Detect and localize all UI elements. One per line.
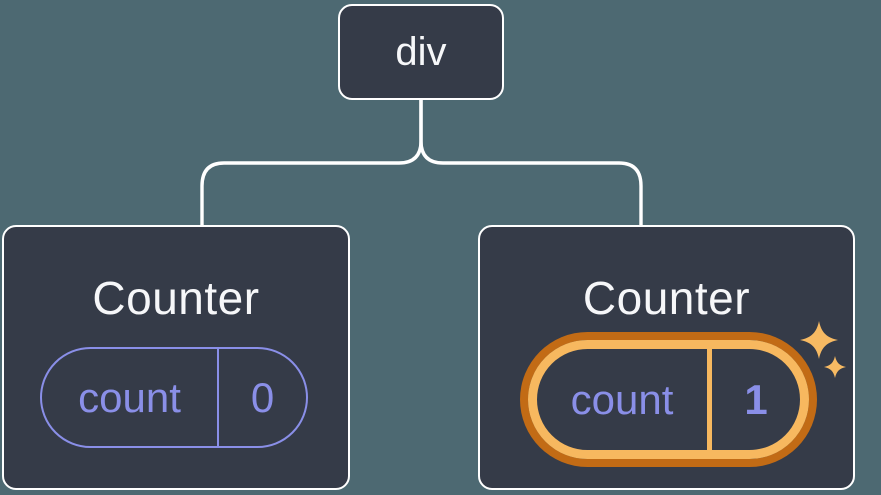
state-value-cell: 0 bbox=[219, 349, 306, 446]
counter-title: Counter bbox=[92, 272, 260, 324]
connector-left-branch bbox=[200, 100, 423, 226]
state-pill-highlighted: count 1 bbox=[528, 340, 809, 459]
sparkles-icon bbox=[800, 321, 846, 378]
state-key-cell: count bbox=[537, 349, 712, 450]
state-pill: count 0 bbox=[40, 347, 308, 448]
counter-title: Counter bbox=[582, 272, 751, 324]
root-node: div bbox=[338, 4, 504, 100]
state-key-label: count bbox=[570, 375, 674, 423]
state-value: 0 bbox=[250, 373, 275, 421]
sparkle-small bbox=[824, 356, 846, 378]
state-value-cell: 1 bbox=[712, 349, 800, 450]
counter-node-1: Counter count 0 bbox=[2, 225, 350, 490]
state-value: 1 bbox=[744, 375, 768, 423]
connector-right-branch bbox=[419, 100, 643, 226]
root-node-label: div bbox=[395, 29, 447, 74]
sparkle-large bbox=[800, 321, 838, 359]
state-key-label: count bbox=[78, 373, 181, 421]
counter-node-2: Counter count 1 bbox=[478, 225, 855, 490]
state-key-cell: count bbox=[42, 349, 219, 446]
